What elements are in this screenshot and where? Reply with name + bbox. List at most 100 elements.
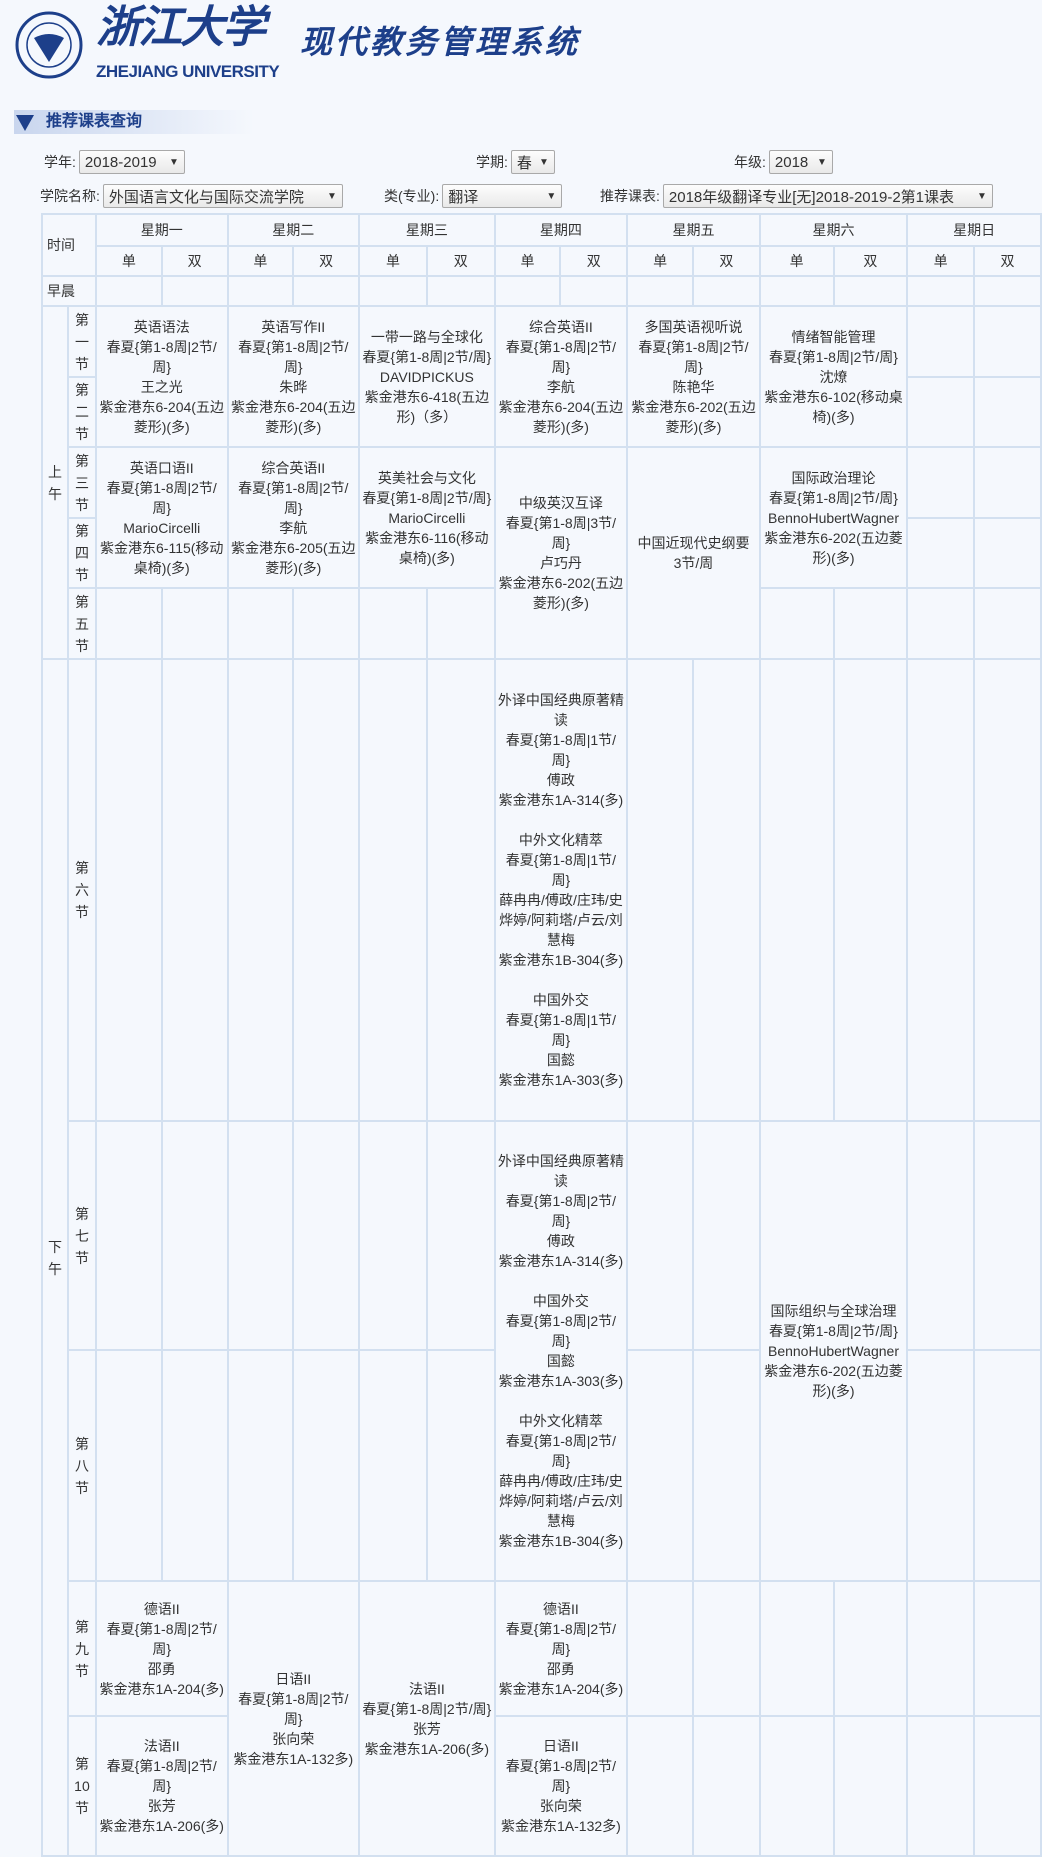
empty-slot <box>425 1120 496 1351</box>
empty-slot <box>626 1349 694 1582</box>
header: 浙江大学 ZHEJIANG UNIVERSITY 现代教务管理系统 <box>0 0 1042 100</box>
empty-slot <box>626 658 694 1122</box>
empty-slot <box>832 275 909 307</box>
course-cell[interactable]: 英语语法 春夏{第1-8周|2节/周} 王之光 紫金港东6-204(五边菱形)(… <box>94 305 229 448</box>
morning-label: 上 午 <box>41 305 69 660</box>
period-row: 第 二 节 <box>42 376 1042 448</box>
schedule-select[interactable]: 2018年级翻译专业[无]2018-2019-2第1课表▼ <box>662 184 993 208</box>
odd-week-header: 单 <box>626 245 694 277</box>
empty-slot <box>906 376 976 448</box>
period-label: 第 四 节 <box>66 517 97 589</box>
major-select[interactable]: 翻译▼ <box>442 184 563 208</box>
schedule-field: 推荐课表: 2018年级翻译专业[无]2018-2019-2第1课表▼ <box>600 184 993 208</box>
course-cell[interactable]: 中国近现代史纲要 3节/周 <box>626 446 761 660</box>
course-cell[interactable]: 外译中国经典原著精读 春夏{第1-8周|1节/周} 傅政 紫金港东1A-314(… <box>493 658 629 1122</box>
triangle-down-icon <box>16 115 34 131</box>
course-cell[interactable]: 法语II 春夏{第1-8周|2节/周} 张芳 紫金港东1A-206(多) <box>94 1715 229 1857</box>
period-row: 下 午 第 六 节 外译中国经典原著精读 春夏{第1-8周|1节/周} 傅政 紫… <box>41 658 1042 1857</box>
college-field: 学院名称: 外国语言文化与国际交流学院▼ <box>40 184 343 208</box>
empty-slot <box>425 587 496 660</box>
course-cell[interactable]: 综合英语II 春夏{第1-8周|2节/周} 李航 紫金港东6-204(五边菱形)… <box>493 305 629 448</box>
course-cell[interactable]: 国际政治理论 春夏{第1-8周|2节/周} BennoHubertWagner … <box>758 446 909 589</box>
timetable: 时间 星期一 星期二 星期三 星期四 星期五 星期六 星期日 单双单双单双单双单… <box>41 213 1042 1857</box>
empty-slot <box>425 1349 496 1582</box>
even-week-header: 双 <box>832 245 909 277</box>
course-cell[interactable]: 德语II 春夏{第1-8周|2节/周} 邵勇 紫金港东1A-204(多) <box>94 1580 229 1717</box>
course-cell[interactable]: 英语口语II 春夏{第1-8周|2节/周} MarioCircelli 紫金港东… <box>94 446 229 589</box>
empty-slot <box>94 587 163 660</box>
empty-slot <box>358 587 428 660</box>
empty-slot <box>226 658 295 1122</box>
empty-slot <box>906 305 976 378</box>
empty-slot <box>973 446 1042 519</box>
afternoon-label: 下 午 <box>41 658 69 1857</box>
day-header-wed: 星期三 <box>358 213 496 247</box>
period-label: 第 一 节 <box>66 305 97 378</box>
course-cell[interactable]: 英语写作II 春夏{第1-8周|2节/周} 朱晔 紫金港东6-204(五边菱形)… <box>226 305 361 448</box>
empty-slot <box>973 517 1042 589</box>
empty-slot <box>226 1349 295 1582</box>
period-row: 第 七 节 外译中国经典原著精读 春夏{第1-8周|2节/周} 傅政 紫金港东1… <box>42 1120 1042 1582</box>
empty-slot <box>758 1580 835 1717</box>
day-header-fri: 星期五 <box>626 213 761 247</box>
period-label: 第 九 节 <box>66 1580 97 1717</box>
year-select[interactable]: 2018-2019▼ <box>78 150 185 174</box>
empty-slot <box>832 1715 909 1857</box>
university-name-en: ZHEJIANG UNIVERSITY <box>96 62 280 81</box>
course-cell[interactable]: 德语II 春夏{第1-8周|2节/周} 邵勇 紫金港东1A-204(多) <box>493 1580 629 1717</box>
period-label: 第 七 节 <box>66 1120 97 1351</box>
empty-slot <box>758 1715 835 1857</box>
college-select[interactable]: 外国语言文化与国际交流学院▼ <box>102 184 343 208</box>
empty-slot <box>94 1349 163 1582</box>
course-cell[interactable]: 多国英语视听说 春夏{第1-8周|2节/周} 陈艳华 紫金港东6-202(五边菱… <box>626 305 761 448</box>
course-cell[interactable]: 法语II 春夏{第1-8周|2节/周} 张芳 紫金港东1A-206(多) <box>358 1580 496 1857</box>
empty-slot <box>691 1120 761 1351</box>
term-field: 学期: 春▼ <box>476 150 555 174</box>
course-cell[interactable]: 情绪智能管理 春夏{第1-8周|2节/周} 沈燎 紫金港东6-102(移动桌椅)… <box>758 305 909 448</box>
course-cell[interactable]: 中级英汉互译 春夏{第1-8周|3节/周} 卢巧丹 紫金港东6-202(五边菱形… <box>493 446 629 660</box>
empty-slot <box>226 275 295 307</box>
empty-slot <box>626 275 694 307</box>
course-cell[interactable]: 综合英语II 春夏{第1-8周|2节/周} 李航 紫金港东6-205(五边菱形)… <box>226 446 361 589</box>
course-cell[interactable]: 英美社会与文化 春夏{第1-8周|2节/周} MarioCircelli 紫金港… <box>358 446 496 589</box>
grade-select[interactable]: 2018▼ <box>768 150 833 174</box>
empty-slot <box>906 1715 976 1857</box>
college-value: 外国语言文化与国际交流学院 <box>108 188 304 206</box>
empty-slot <box>973 1349 1042 1582</box>
schedule-value: 2018年级翻译专业[无]2018-2019-2第1课表 <box>668 188 955 206</box>
empty-slot <box>832 587 909 660</box>
major-label: 类(专业): <box>384 188 440 204</box>
term-select[interactable]: 春▼ <box>510 150 555 174</box>
even-week-header: 双 <box>425 245 496 277</box>
empty-slot <box>160 1120 229 1351</box>
empty-slot <box>973 376 1042 448</box>
period-label: 第 三 节 <box>66 446 97 519</box>
period-label: 第 10 节 <box>66 1715 97 1857</box>
course-cell[interactable]: 日语II 春夏{第1-8周|2节/周} 张向荣 紫金港东1A-132多) <box>226 1580 361 1857</box>
section-title: 推荐课表查询 <box>46 113 143 130</box>
even-week-header: 双 <box>559 245 629 277</box>
empty-slot <box>906 658 976 1122</box>
empty-slot <box>691 1580 761 1717</box>
empty-slot <box>94 658 163 1122</box>
course-cell[interactable]: 日语II 春夏{第1-8周|2节/周} 张向荣 紫金港东1A-132多) <box>493 1715 629 1857</box>
empty-slot <box>559 275 629 307</box>
year-field: 学年: 2018-2019▼ <box>44 150 185 174</box>
period-row: 第 四 节 <box>42 517 1042 589</box>
course-cell[interactable]: 国际组织与全球治理 春夏{第1-8周|2节/周} BennoHubertWagn… <box>758 1120 909 1582</box>
period-row: 第 10 节 法语II 春夏{第1-8周|2节/周} 张芳 紫金港东1A-206… <box>42 1715 1042 1857</box>
term-label: 学期: <box>476 154 508 170</box>
period-row: 第 八 节 <box>42 1349 1042 1582</box>
course-cell[interactable]: 一带一路与全球化 春夏{第1-8周|2节/周} DAVIDPICKUS 紫金港东… <box>358 305 496 448</box>
period-row: 第 五 节 <box>42 587 1042 660</box>
empty-slot <box>973 1715 1042 1857</box>
university-seal-logo <box>15 11 83 79</box>
empty-slot <box>160 587 229 660</box>
grade-label: 年级: <box>734 154 766 170</box>
empty-slot <box>292 275 361 307</box>
period-row: 第 九 节 德语II 春夏{第1-8周|2节/周} 邵勇 紫金港东1A-204(… <box>42 1580 1042 1857</box>
course-cell[interactable]: 外译中国经典原著精读 春夏{第1-8周|2节/周} 傅政 紫金港东1A-314(… <box>493 1120 629 1582</box>
empty-slot <box>973 658 1042 1122</box>
empty-slot <box>358 1349 428 1582</box>
system-name: 现代教务管理系统 <box>300 23 581 61</box>
